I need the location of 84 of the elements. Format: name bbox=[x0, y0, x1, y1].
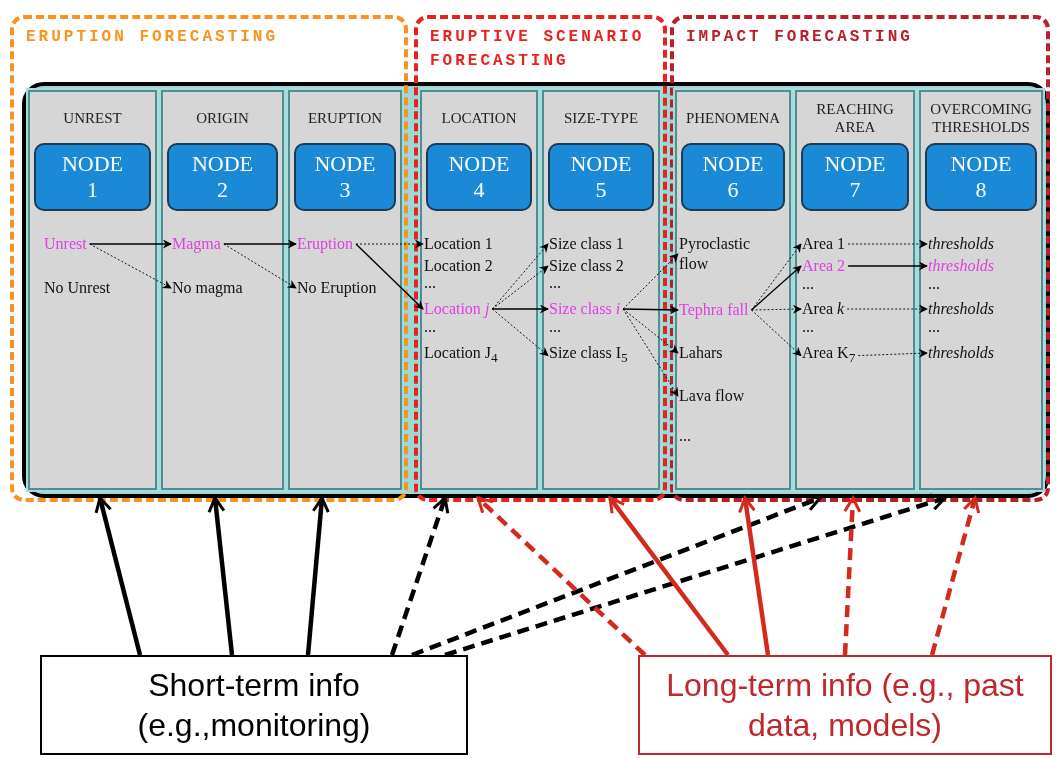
info-box: Short-term info (e.g.,monitoring) bbox=[40, 655, 468, 755]
column-heading: REACHING AREA bbox=[815, 100, 895, 137]
column-panel bbox=[919, 90, 1043, 490]
outcome-label: Tephra fall bbox=[679, 300, 749, 320]
outcome-label: Area 1 bbox=[802, 234, 846, 254]
arrow bbox=[305, 496, 330, 656]
arrow bbox=[476, 496, 647, 657]
arrow bbox=[929, 496, 981, 656]
column-heading: ERUPTION bbox=[306, 109, 384, 128]
outcome-label: No Eruption bbox=[297, 278, 377, 298]
column-heading: SIZE-TYPE bbox=[562, 109, 640, 128]
ellipsis-label: ... bbox=[802, 317, 814, 337]
outcome-label: Location J$_{4}$ bbox=[424, 343, 498, 369]
outcome-label: Size class i bbox=[549, 299, 621, 319]
outcome-label: thresholds bbox=[928, 299, 995, 319]
column-panel bbox=[795, 90, 915, 490]
outcome-label: Location 1 bbox=[424, 234, 493, 254]
outcome-label: Location 2 bbox=[424, 256, 493, 276]
ellipsis-label: ... bbox=[424, 317, 436, 337]
outcome-label: Location j bbox=[424, 299, 490, 319]
outcome-label: Size class 2 bbox=[549, 256, 624, 276]
outcome-label: No magma bbox=[172, 278, 243, 298]
column-panel bbox=[542, 90, 660, 490]
ellipsis-label: ... bbox=[679, 426, 691, 446]
outcome-label: Area 2 bbox=[802, 256, 846, 276]
ellipsis-label: ... bbox=[928, 317, 940, 337]
arrow bbox=[750, 265, 802, 311]
arrow bbox=[223, 239, 297, 249]
arrow bbox=[389, 496, 450, 656]
outcome-label: Magma bbox=[172, 234, 221, 254]
column-panel bbox=[675, 90, 791, 490]
outcome-label: Pyroclastic flow bbox=[679, 234, 779, 274]
column-panel bbox=[288, 90, 402, 490]
node-box: NODE 7 bbox=[801, 143, 909, 211]
outcome-label: No Unrest bbox=[44, 278, 111, 298]
column-panel bbox=[161, 90, 284, 490]
arrow bbox=[738, 496, 771, 656]
column-heading: LOCATION bbox=[440, 109, 518, 128]
ellipsis-label: ... bbox=[549, 317, 561, 337]
ellipsis-label: ... bbox=[928, 274, 940, 294]
group-heading: IMPACT FORECASTING bbox=[686, 27, 914, 48]
arrow bbox=[842, 496, 862, 656]
arrow bbox=[847, 261, 928, 271]
info-box: Long-term info (e.g., past data, models) bbox=[638, 655, 1052, 755]
column-panel bbox=[420, 90, 538, 490]
outcome-label: Size class I$_{5}$ bbox=[549, 343, 628, 369]
ellipsis-label: ... bbox=[424, 273, 436, 293]
outcome-label: Area k bbox=[802, 299, 845, 319]
outcome-label: Area K$_{7}$ bbox=[802, 343, 856, 369]
column-heading: PHENOMENA bbox=[684, 109, 782, 128]
column-heading: UNREST bbox=[62, 109, 123, 128]
forecast-group-frame bbox=[10, 15, 408, 502]
outcome-label: thresholds bbox=[928, 234, 995, 254]
outcome-label: thresholds bbox=[928, 256, 995, 276]
arrow bbox=[94, 496, 143, 656]
ellipsis-label: ... bbox=[549, 273, 561, 293]
node-box: NODE 1 bbox=[34, 143, 151, 211]
column-heading: OVERCOMING THRESHOLDS bbox=[929, 100, 1033, 137]
forecast-group-frame bbox=[414, 15, 667, 502]
arrow bbox=[491, 304, 549, 314]
arrow bbox=[608, 496, 730, 657]
outcome-label: Lava flow bbox=[679, 386, 745, 406]
column-heading: ORIGIN bbox=[195, 109, 250, 128]
node-box: NODE 5 bbox=[548, 143, 654, 211]
arrow bbox=[88, 239, 172, 249]
outcome-label: Eruption bbox=[297, 234, 353, 254]
group-heading: ERUPTION FORECASTING bbox=[26, 27, 280, 48]
node-box: NODE 3 bbox=[294, 143, 396, 211]
ellipsis-label: ... bbox=[802, 274, 814, 294]
arrow bbox=[622, 305, 679, 315]
node-box: NODE 2 bbox=[167, 143, 278, 211]
arrow bbox=[444, 493, 947, 658]
node-box: NODE 6 bbox=[681, 143, 785, 211]
outcome-label: Unrest bbox=[44, 234, 87, 254]
group-heading: ERUPTIVE SCENARIO FORECASTING bbox=[430, 27, 646, 72]
outcome-label: Lahars bbox=[679, 343, 723, 363]
arrow bbox=[207, 496, 235, 656]
arrow bbox=[355, 243, 424, 310]
column-panel bbox=[28, 90, 157, 490]
node-box: NODE 8 bbox=[925, 143, 1037, 211]
outcome-label: thresholds bbox=[928, 343, 995, 363]
outcome-label: Size class 1 bbox=[549, 234, 624, 254]
node-box: NODE 4 bbox=[426, 143, 532, 211]
forecast-group-frame bbox=[670, 15, 1050, 502]
